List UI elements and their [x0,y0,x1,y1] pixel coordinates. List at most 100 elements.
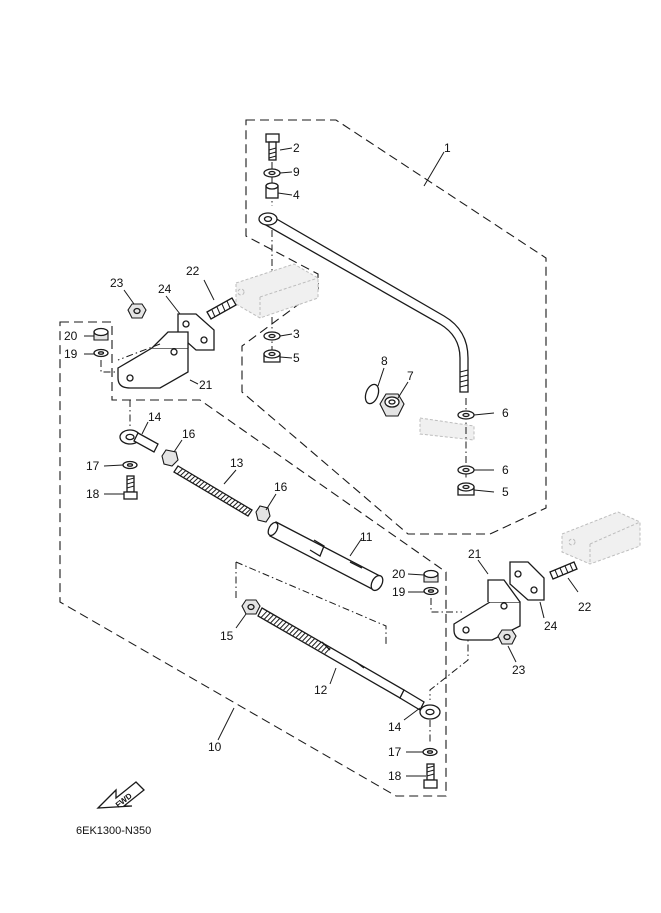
ghost-mount-top [235,263,319,319]
nut-23a [127,303,147,319]
callout-22b: 22 [578,600,592,614]
group-border-1 [241,119,547,535]
group-border-10 [59,321,447,797]
thread-line [226,497,233,504]
thread-line [238,505,245,511]
washer-9 [263,168,281,178]
thread-line [302,634,309,642]
thread-line [183,472,190,478]
bolt-18a [123,475,138,500]
thread-line [241,506,248,513]
callout-6b: 6 [502,463,509,477]
o-ring-8 [364,383,380,405]
callout-19a: 19 [64,347,78,361]
nut-23b [497,629,517,645]
callout-5b: 5 [502,485,509,499]
diagram-code: 6EK1300-N350 [76,825,151,837]
thread-line [189,475,196,482]
cable-sleeve-11 [267,521,384,592]
ghost-tiller-arm [419,417,475,441]
callout-18a: 18 [86,487,100,501]
bolt-18b [423,763,438,789]
stud-22a [206,297,237,320]
nut-15 [241,599,261,615]
callout-4: 4 [293,188,300,202]
callout-12: 12 [314,683,328,697]
callout-14b: 14 [388,720,402,734]
callout-5a: 5 [293,351,300,365]
nut-7 [379,393,405,417]
callout-17b: 17 [388,745,402,759]
callout-16b: 16 [274,480,288,494]
callout-19b: 19 [392,585,406,599]
callout-11: 11 [360,530,373,544]
washer-19a [93,348,109,358]
thread-line [305,636,312,644]
washer-6b [457,465,475,475]
callout-10: 10 [208,740,222,754]
callout-6a: 6 [502,406,509,420]
callout-21a: 21 [199,378,213,392]
link-rod [258,212,469,393]
bracket-21a [117,331,189,389]
thread-line [264,612,271,620]
nut-16a [161,449,179,467]
washer-19b [423,586,439,596]
nut-20a [93,327,109,341]
plate-24b [509,561,545,601]
thread-line [198,481,205,488]
callout-9: 9 [293,165,300,179]
thread-line [244,508,251,515]
thread-line [292,629,300,636]
thread-line [213,490,220,497]
callout-labels: 1 2 9 4 3 5 8 7 6 6 5 23 22 24 20 19 21 … [64,141,592,783]
callout-16a: 16 [182,427,196,441]
thread-line [180,470,187,477]
callout-17a: 17 [86,459,100,473]
thread-line [308,638,315,645]
callout-23a: 23 [110,276,124,290]
thread-line [318,643,325,651]
thread-line [207,486,214,493]
thread-line [204,484,211,491]
rod-end-14a [119,429,159,453]
washer-17a [122,460,138,470]
callout-20b: 20 [392,567,406,581]
bolt-2 [265,133,280,161]
nut-16b [255,505,271,523]
thread-line [235,503,242,510]
thread-line [283,623,290,631]
leader-lines [84,147,579,777]
callout-3: 3 [293,327,300,341]
fwd-arrow-icon: FWD [96,781,145,810]
callout-7: 7 [407,369,414,383]
guide-line-12 [235,561,387,646]
thread-line [311,640,319,647]
thread-line [314,641,322,649]
rod-end-14b [399,689,441,720]
collar-4 [265,182,279,199]
thread-line [276,620,284,627]
ghost-mount-right-edge [589,521,641,545]
thread-line [289,627,296,635]
thread-line [232,501,239,508]
thread-line [286,625,293,633]
thread-line [220,494,227,500]
callout-24b: 24 [544,619,558,633]
thread-line [176,468,183,475]
callout-2: 2 [293,141,300,155]
callout-20a: 20 [64,329,78,343]
ghost-mount-top-edge [259,277,319,298]
thread-line [195,479,202,486]
thread-line [229,499,236,506]
callout-24a: 24 [158,282,172,296]
thread-line [210,488,217,495]
thread-line [267,614,274,622]
stud-22b [549,561,578,580]
washer-6a [457,410,475,420]
callout-21b: 21 [468,547,482,561]
ghost-mount-right [561,511,641,565]
callout-23b: 23 [512,663,526,677]
ghost-mount-right-hole [568,538,576,546]
